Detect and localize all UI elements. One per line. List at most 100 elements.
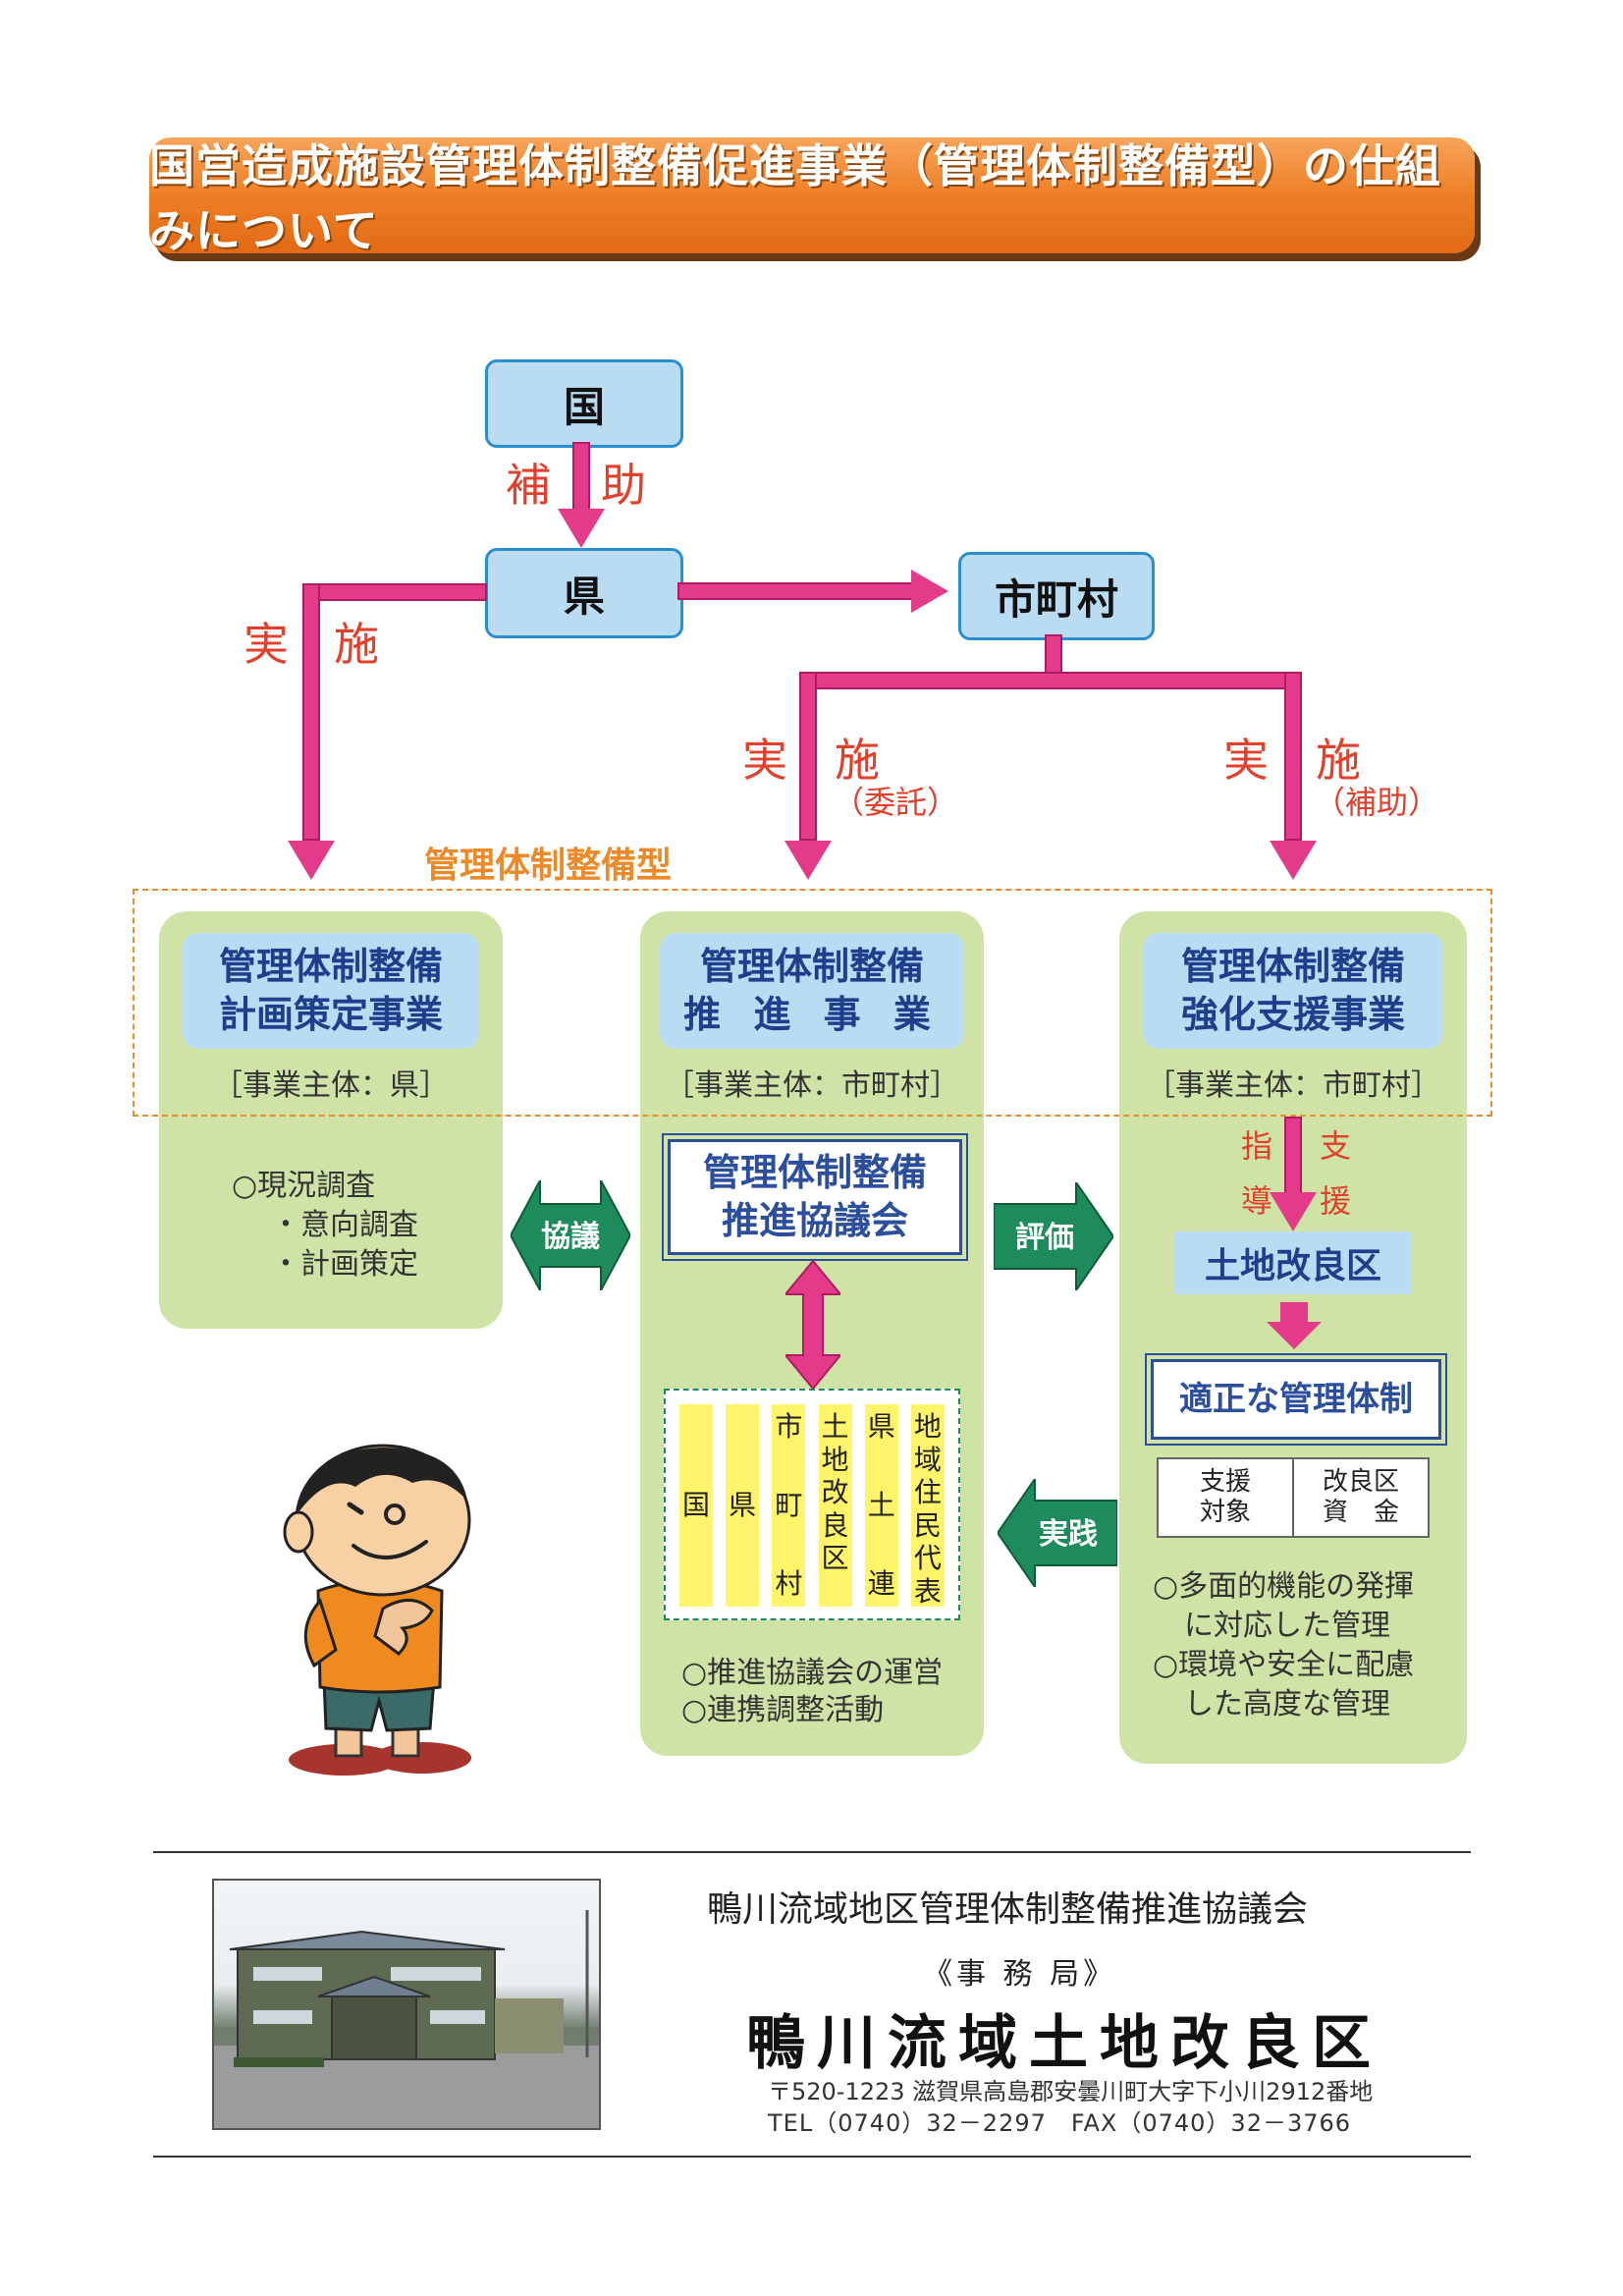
support-target-cell: 支援 対象 <box>1159 1459 1294 1536</box>
subsidy-connector <box>572 442 590 511</box>
member-prefecture: 県 <box>726 1404 760 1607</box>
right-title-line-1: 管理体制整備 <box>1180 944 1405 988</box>
support-table: 支援 対象 改良区 資 金 <box>1157 1457 1430 1538</box>
right-item-4: した高度な管理 <box>1184 1687 1390 1722</box>
member-char: 県 <box>729 1489 757 1522</box>
support-char-2: 援 <box>1320 1182 1352 1220</box>
evaluate-arrow: 評価 <box>994 1182 1113 1290</box>
guide-arrowhead <box>1270 1192 1317 1231</box>
right-panel-title: 管理体制整備 強化支援事業 <box>1143 933 1443 1049</box>
guide-char-1: 指 <box>1241 1127 1273 1165</box>
region-label: 管理体制整備型 <box>424 846 673 886</box>
mascot-illustration <box>283 1444 471 1776</box>
council-line-2: 推進協議会 <box>721 1199 908 1242</box>
member-char: 域 <box>913 1443 942 1476</box>
left-panel-title: 管理体制整備 計画策定事業 <box>183 933 479 1049</box>
member-char: 地 <box>913 1410 942 1443</box>
subsidy-label-1: 補 <box>506 459 551 512</box>
member-char: 表 <box>913 1574 942 1608</box>
left-item-2: ・意向調査 <box>271 1208 418 1242</box>
evaluate-label: 評価 <box>1015 1221 1074 1255</box>
muni-horizontal <box>799 672 1302 689</box>
left-item-1: ○現況調査 <box>232 1169 376 1203</box>
council-members-arrow <box>785 1261 840 1389</box>
entity-national: 国 <box>485 359 683 448</box>
muni-mid-vertical <box>799 672 817 841</box>
impl-right-label-2: 施 <box>1316 734 1361 787</box>
guide-connector <box>1284 1117 1302 1195</box>
middle-title-line-1: 管理体制整備 <box>699 944 924 988</box>
subsidy-arrowhead <box>558 509 605 548</box>
member-char: 良 <box>821 1508 849 1542</box>
member-land-district: 土 地 改 良 区 <box>818 1404 852 1607</box>
dashed-region <box>133 889 1492 1117</box>
proper-management-label: 適正な管理体制 <box>1179 1379 1413 1419</box>
support-char-1: 支 <box>1320 1127 1352 1165</box>
members-columns: 国 県 市 町 村 土 地 改 良 区 県 土 連 地 域 住 民 代 表 <box>679 1404 945 1608</box>
entity-municipality: 市町村 <box>958 552 1155 640</box>
proper-management-box: 適正な管理体制 <box>1145 1353 1447 1446</box>
entity-prefecture: 県 <box>485 548 683 638</box>
pref-to-muni-connector <box>677 582 913 600</box>
muni-right-arrowhead <box>1270 841 1317 880</box>
office-building-illustration <box>214 1910 599 2128</box>
members-box <box>664 1389 960 1620</box>
member-national: 国 <box>679 1404 713 1607</box>
pref-left-horizontal <box>302 583 487 601</box>
office-photo <box>212 1879 601 2130</box>
member-char: 町 <box>775 1489 803 1522</box>
member-char: 土 <box>821 1410 849 1443</box>
middle-title-line-2: 推 進 事 業 <box>683 993 941 1036</box>
member-municipality: 市 町 村 <box>772 1404 806 1607</box>
left-item-3: ・計画策定 <box>271 1247 418 1282</box>
footer-secretariat: 《事 務 局》 <box>923 1957 1117 1992</box>
impl-right-label-1: 実 <box>1223 734 1269 787</box>
left-title-line-2: 計画策定事業 <box>218 993 443 1036</box>
member-char: 市 <box>775 1410 803 1443</box>
title-banner: 国営造成施設管理体制整備促進事業（管理体制整備型）の仕組みについて <box>149 137 1475 257</box>
footer-phone-fax: TEL（0740）32－2297 FAX（0740）32－3766 <box>768 2109 1352 2137</box>
pref-left-vertical <box>302 583 320 841</box>
member-char: 国 <box>681 1489 710 1522</box>
practice-arrow: 実践 <box>998 1479 1117 1587</box>
middle-item-1: ○推進協議会の運営 <box>681 1656 944 1690</box>
impl-mid-label-2: 施 <box>835 734 880 787</box>
member-char: 村 <box>775 1567 803 1601</box>
member-char: 代 <box>913 1542 942 1575</box>
member-char: 改 <box>821 1476 849 1509</box>
footer-district-name: 鴨川流域土地改良区 <box>746 2009 1382 2078</box>
middle-panel-title: 管理体制整備 推 進 事 業 <box>660 933 964 1049</box>
right-item-2: に対応した管理 <box>1184 1609 1390 1643</box>
district-box: 土地改良区 <box>1174 1231 1412 1294</box>
council-line-1: 管理体制整備 <box>702 1150 927 1194</box>
left-title-line-1: 管理体制整備 <box>218 944 443 988</box>
right-item-3: ○環境や安全に配慮 <box>1153 1648 1415 1682</box>
district-funds-cell: 改良区 資 金 <box>1322 1466 1399 1527</box>
right-item-1: ○多面的機能の発揮 <box>1153 1569 1415 1604</box>
footer-rule-top <box>153 1851 1471 1853</box>
footer-address: 〒520-1223 滋賀県高島郡安曇川町大字下小川2912番地 <box>768 2078 1374 2105</box>
consult-label: 協議 <box>541 1220 600 1254</box>
muni-mid-arrowhead <box>784 841 832 880</box>
left-subject: ［事業主体：県］ <box>213 1068 449 1103</box>
member-char: 住 <box>913 1476 942 1509</box>
page-title: 国営造成施設管理体制整備促進事業（管理体制整備型）の仕組みについて <box>149 139 1441 257</box>
district-arrow <box>1267 1302 1322 1349</box>
member-char: 区 <box>821 1542 849 1575</box>
member-char: 土 <box>867 1489 895 1522</box>
member-char: 地 <box>821 1443 849 1476</box>
consult-arrow: 協議 <box>511 1180 630 1290</box>
impl-left-label-1: 実 <box>243 618 289 671</box>
footer-rule-bottom <box>153 2156 1471 2158</box>
council-box: 管理体制整備 推進協議会 <box>662 1133 968 1261</box>
member-residents: 地 域 住 民 代 表 <box>910 1404 945 1608</box>
guide-char-2: 導 <box>1241 1182 1273 1220</box>
pref-to-muni-arrowhead <box>911 570 948 613</box>
impl-mid-label-1: 実 <box>742 734 787 787</box>
right-title-line-2: 強化支援事業 <box>1180 993 1405 1036</box>
middle-subject: ［事業主体：市町村］ <box>665 1068 959 1103</box>
middle-item-2: ○連携調整活動 <box>681 1693 885 1727</box>
pref-left-arrowhead <box>288 841 335 880</box>
member-pref-federation: 県 土 連 <box>864 1404 898 1607</box>
impl-right-note: （補助） <box>1314 784 1440 821</box>
